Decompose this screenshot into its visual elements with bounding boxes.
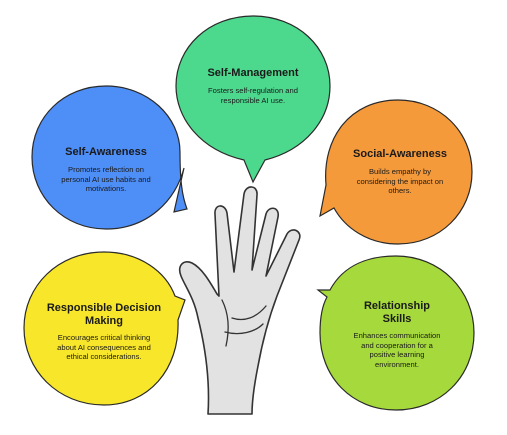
relationship-skills-title: Relationship Skills — [363, 300, 430, 325]
social-awareness-description: Builds empathy by considering the impact… — [356, 167, 444, 196]
relationship-skills-description: Enhances communication and cooperation f… — [353, 331, 441, 369]
self-awareness-text: Self-Awareness Promotes reflection on pe… — [46, 146, 166, 194]
self-awareness-title: Self-Awareness — [65, 146, 147, 158]
responsible-decision-text: Responsible Decision Making Encourages c… — [34, 302, 174, 362]
responsible-decision-description: Encourages critical thinking about AI co… — [57, 333, 151, 362]
hand-icon — [178, 186, 301, 415]
self-management-description: Fosters self-regulation and responsible … — [208, 86, 298, 105]
responsible-decision-title: Responsible Decision Making — [46, 302, 162, 327]
self-awareness-description: Promotes reflection on personal AI use h… — [61, 165, 151, 194]
responsible-decision-bubble — [23, 251, 186, 406]
self-management-text: Self-Management Fosters self-regulation … — [188, 67, 318, 105]
social-awareness-text: Social-Awareness Builds empathy by consi… — [336, 148, 464, 196]
relationship-skills-text: Relationship Skills Enhances communicati… — [352, 300, 442, 369]
relationship-skills-bubble — [316, 255, 475, 411]
self-management-bubble — [175, 15, 331, 184]
self-management-title: Self-Management — [207, 67, 299, 79]
social-awareness-bubble — [319, 99, 473, 245]
social-awareness-title: Social-Awareness — [353, 148, 447, 160]
self-awareness-bubble — [31, 85, 188, 230]
